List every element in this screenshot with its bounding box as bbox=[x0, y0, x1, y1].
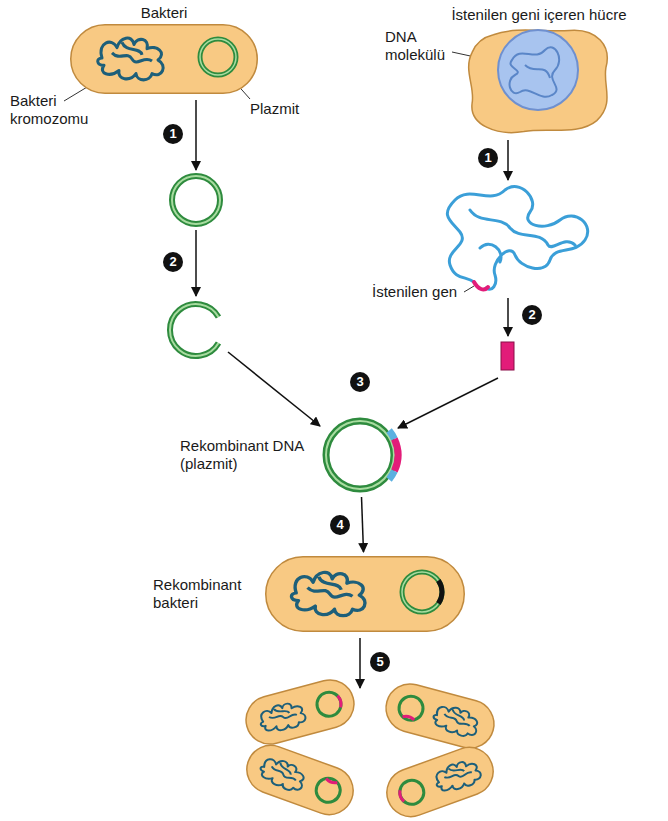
callout-number: 1 bbox=[163, 124, 183, 144]
callout-number: 5 bbox=[370, 652, 390, 672]
cell-outline bbox=[71, 25, 258, 94]
step-arrow bbox=[507, 298, 509, 336]
callout-number: 1 bbox=[478, 148, 498, 168]
recombinant-bacterium: Rekombinant bakteri bbox=[265, 556, 465, 632]
cut-plasmid bbox=[170, 304, 219, 356]
dna-strand bbox=[447, 187, 587, 290]
step-arrow bbox=[507, 140, 509, 180]
part-label: Plazmit bbox=[250, 100, 299, 118]
part-label: İstenilen gen bbox=[372, 283, 457, 301]
step-arrow bbox=[398, 378, 498, 428]
recombinant-plasmid: Rekombinant DNA (plazmit) bbox=[322, 417, 398, 493]
node-label: Rekombinant bakteri bbox=[153, 576, 253, 612]
step-arrow bbox=[195, 230, 197, 296]
plasmid-ring bbox=[326, 421, 394, 489]
plasmid bbox=[200, 39, 236, 75]
callout-number: 2 bbox=[163, 252, 183, 272]
bacterial-chromosome bbox=[98, 38, 163, 80]
node-shape bbox=[322, 417, 398, 493]
cell-outline bbox=[469, 30, 608, 132]
gene-fragment bbox=[501, 342, 514, 370]
donor-cell: İstenilen geni içeren hücre bbox=[463, 26, 615, 136]
node-shape bbox=[265, 556, 465, 632]
plasmid bbox=[172, 176, 220, 224]
bacterial-chromosome bbox=[291, 572, 365, 615]
plasmid-ring bbox=[326, 421, 394, 489]
step-arrow bbox=[362, 497, 364, 552]
daughter-bacteria bbox=[240, 675, 500, 821]
nucleus bbox=[498, 30, 578, 110]
step-arrow bbox=[228, 352, 320, 426]
part-label: DNA molekülü bbox=[385, 28, 457, 64]
node-shape bbox=[463, 26, 615, 136]
callout-number: 3 bbox=[350, 372, 370, 392]
leader-line bbox=[464, 286, 474, 292]
node-label: Bakteri bbox=[141, 4, 188, 22]
step-arrow bbox=[195, 100, 197, 170]
recombinant-plasmid bbox=[402, 572, 442, 612]
part-label: Bakteri kromozomu bbox=[10, 92, 105, 128]
node-label: Rekombinant DNA (plazmit) bbox=[180, 437, 310, 473]
step-arrows bbox=[196, 100, 508, 688]
node-label: İstenilen geni içeren hücre bbox=[451, 6, 626, 24]
cell-outline bbox=[266, 557, 465, 632]
callout-number: 2 bbox=[522, 305, 542, 325]
step-arrow bbox=[359, 638, 361, 688]
bacterium: Bakteri bbox=[70, 24, 258, 94]
gene-insert bbox=[389, 431, 398, 480]
callout-number: 4 bbox=[330, 515, 350, 535]
node-shape bbox=[70, 24, 258, 94]
